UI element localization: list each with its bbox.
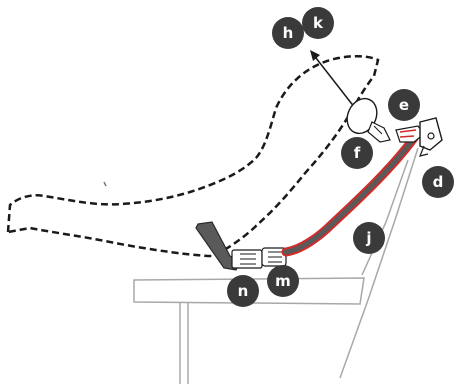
- label-d: d: [422, 166, 454, 198]
- svg-text:e: e: [399, 96, 409, 114]
- adjuster-pad: [346, 97, 391, 143]
- label-e: e: [388, 89, 420, 121]
- svg-text:m: m: [275, 272, 291, 290]
- label-k: k: [302, 7, 334, 39]
- seat-detail-mark: [103, 181, 107, 187]
- svg-text:n: n: [238, 282, 249, 300]
- svg-text:h: h: [283, 24, 294, 42]
- svg-text:f: f: [354, 144, 361, 162]
- label-h: h: [272, 17, 304, 49]
- svg-text:k: k: [313, 14, 324, 32]
- tether-strap: [281, 133, 419, 257]
- svg-text:d: d: [433, 173, 444, 191]
- seat-backrest: [339, 147, 419, 379]
- anchor-bracket: [419, 117, 443, 151]
- label-j: j: [353, 222, 385, 254]
- buckle-connector: [231, 247, 287, 269]
- anchor-hook: [395, 117, 443, 157]
- label-n: n: [227, 275, 259, 307]
- label-m: m: [267, 265, 299, 297]
- seat-backrest-inner: [361, 159, 409, 276]
- svg-text:j: j: [365, 229, 371, 247]
- direction-arrow: [310, 50, 356, 109]
- seat-leg: [179, 302, 189, 384]
- child-seat-outline: [6, 55, 380, 258]
- label-f: f: [341, 137, 373, 169]
